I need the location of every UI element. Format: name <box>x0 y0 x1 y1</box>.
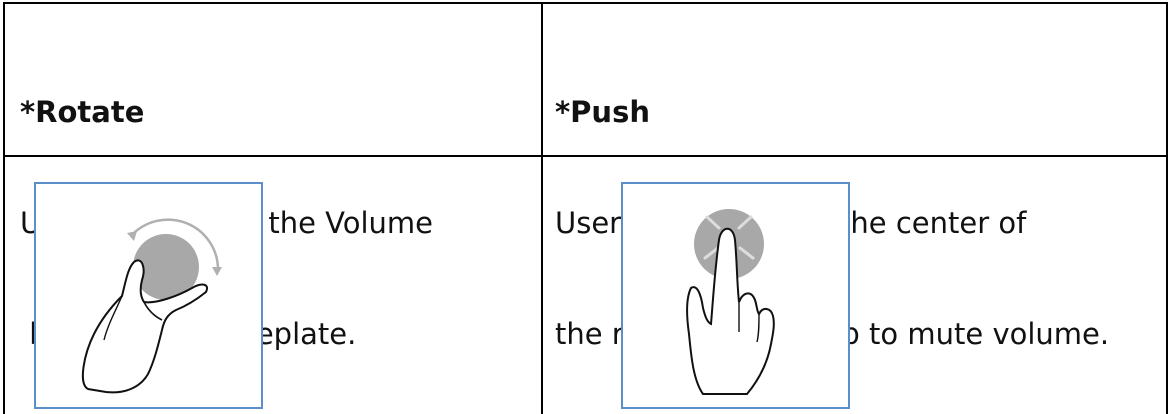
push-title: *Push <box>555 95 650 129</box>
hand-outline-icon <box>686 227 775 395</box>
column-divider <box>541 4 543 414</box>
rotation-arrow-icon <box>130 218 220 271</box>
gesture-table <box>3 2 1168 414</box>
hand-outline-icon <box>81 259 208 394</box>
hand-rotate-knob-icon <box>81 218 222 394</box>
hand-push-knob-icon <box>686 209 775 395</box>
row-divider <box>5 155 1166 157</box>
rotate-title: *Rotate <box>20 95 145 129</box>
push-illustration-frame <box>621 182 850 409</box>
rotate-illustration-frame <box>34 182 263 409</box>
press-rays-icon <box>703 215 755 260</box>
knob-icon <box>133 234 199 300</box>
